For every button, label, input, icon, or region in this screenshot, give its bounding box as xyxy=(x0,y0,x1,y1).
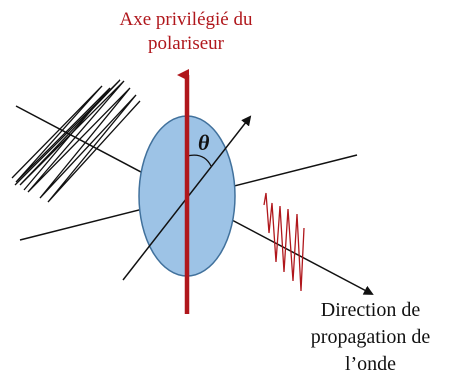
propagation-label-line1: Direction de xyxy=(320,299,421,321)
propagation-label-line3: l’onde xyxy=(344,353,397,375)
polarizer-axis-label: Axe privilégié du polariseur xyxy=(100,8,272,56)
theta-label: θ xyxy=(198,130,210,155)
propagation-direction-label: Direction de propagation de l’onde xyxy=(292,297,449,378)
incoming-unpolarized-wave xyxy=(11,79,141,203)
theta-angle-arc xyxy=(186,154,212,167)
propagation-label-line2: propagation de xyxy=(310,326,431,348)
polarizer-axis-label-line1: Axe privilégié du xyxy=(119,9,253,30)
polarizer-axis-label-line2: polariseur xyxy=(148,33,224,54)
outgoing-polarized-wave xyxy=(263,192,305,292)
